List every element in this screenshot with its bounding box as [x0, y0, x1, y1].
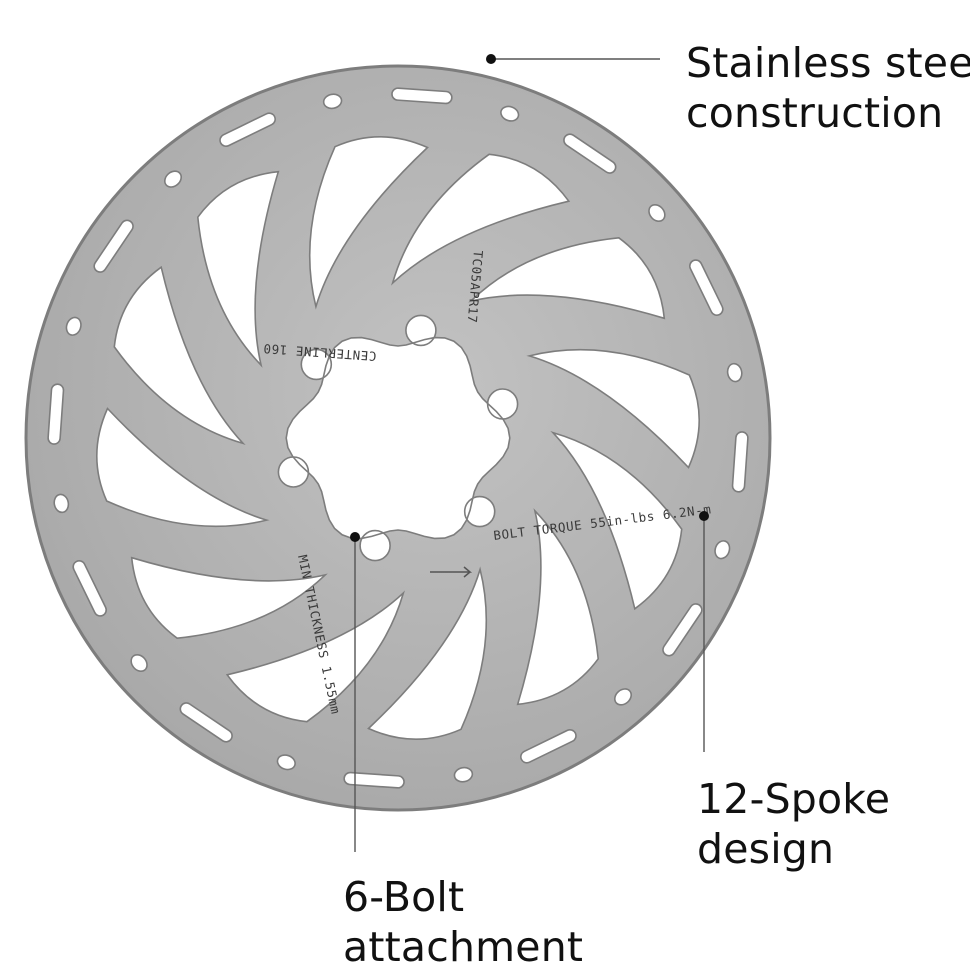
brake-track-hole: [276, 754, 296, 771]
spoke-window: [550, 431, 683, 611]
engraving-code: TC05APR17: [465, 250, 486, 324]
spoke-window: [391, 153, 571, 286]
rotor-outer-edge: [24, 64, 772, 812]
hub-opening: [285, 336, 511, 540]
bolt-hole: [359, 529, 391, 562]
brake-track-slot: [72, 560, 108, 617]
callout-6-bolt: 6-Bolt attachment: [343, 872, 583, 972]
spoke-window: [196, 170, 280, 368]
brake-track-slot: [563, 133, 617, 174]
spoke-window: [516, 508, 600, 706]
brake-track-hole: [500, 105, 520, 122]
brake-track-hole: [614, 688, 632, 706]
spoke-window: [468, 236, 666, 320]
spoke-window: [113, 265, 246, 445]
bolt-hole: [405, 314, 437, 347]
brake-track-slot: [93, 219, 134, 273]
callout-steel-line2: construction: [686, 89, 944, 137]
callout-spoke-line2: design: [697, 825, 835, 873]
spoke-window: [367, 566, 488, 740]
brake-track-slot: [662, 603, 703, 657]
brake-track-slot: [47, 383, 65, 445]
spoke-window: [526, 348, 700, 469]
bolt-hole: [486, 388, 519, 420]
callout-spoke-line1: 12-Spoke: [697, 775, 891, 823]
callout-dot-spoke: [699, 511, 709, 521]
callout-12-spoke: 12-Spoke design: [697, 774, 890, 874]
spoke-window: [225, 590, 405, 723]
callout-steel-line1: Stainless steel: [686, 39, 970, 87]
brake-track-slot: [520, 728, 577, 764]
brake-track-hole: [130, 654, 148, 672]
callout-bolt-line1: 6-Bolt: [343, 873, 465, 921]
spoke-window: [308, 136, 429, 310]
brake-track-slot: [343, 771, 405, 789]
brake-track-hole: [726, 362, 743, 383]
bolt-hole: [300, 348, 333, 381]
bolt-hole: [277, 456, 310, 488]
brake-track-hole: [714, 540, 731, 560]
brake-track-slot: [219, 112, 276, 148]
callout-dot-steel: [486, 54, 496, 64]
brake-track-hole: [453, 766, 474, 783]
callout-dot-bolt: [350, 532, 360, 542]
spoke-window: [96, 407, 270, 528]
callout-bolt-line2: attachment: [343, 923, 584, 971]
brake-track-hole: [164, 170, 182, 188]
brake-track-hole: [53, 493, 70, 514]
brake-track-hole: [648, 204, 666, 222]
callout-stainless-steel: Stainless steel construction: [686, 38, 970, 138]
brake-track-hole: [322, 93, 343, 110]
brake-track-slot: [688, 259, 724, 316]
rotor-cutout-outlines: [47, 87, 749, 789]
brake-track-slot: [731, 431, 749, 493]
brake-track-slot: [391, 87, 453, 105]
brake-track-hole: [65, 316, 82, 336]
brake-track-slot: [179, 702, 233, 743]
spoke-window: [130, 556, 328, 640]
rotation-arrow: [430, 566, 473, 578]
bolt-hole: [463, 495, 496, 528]
